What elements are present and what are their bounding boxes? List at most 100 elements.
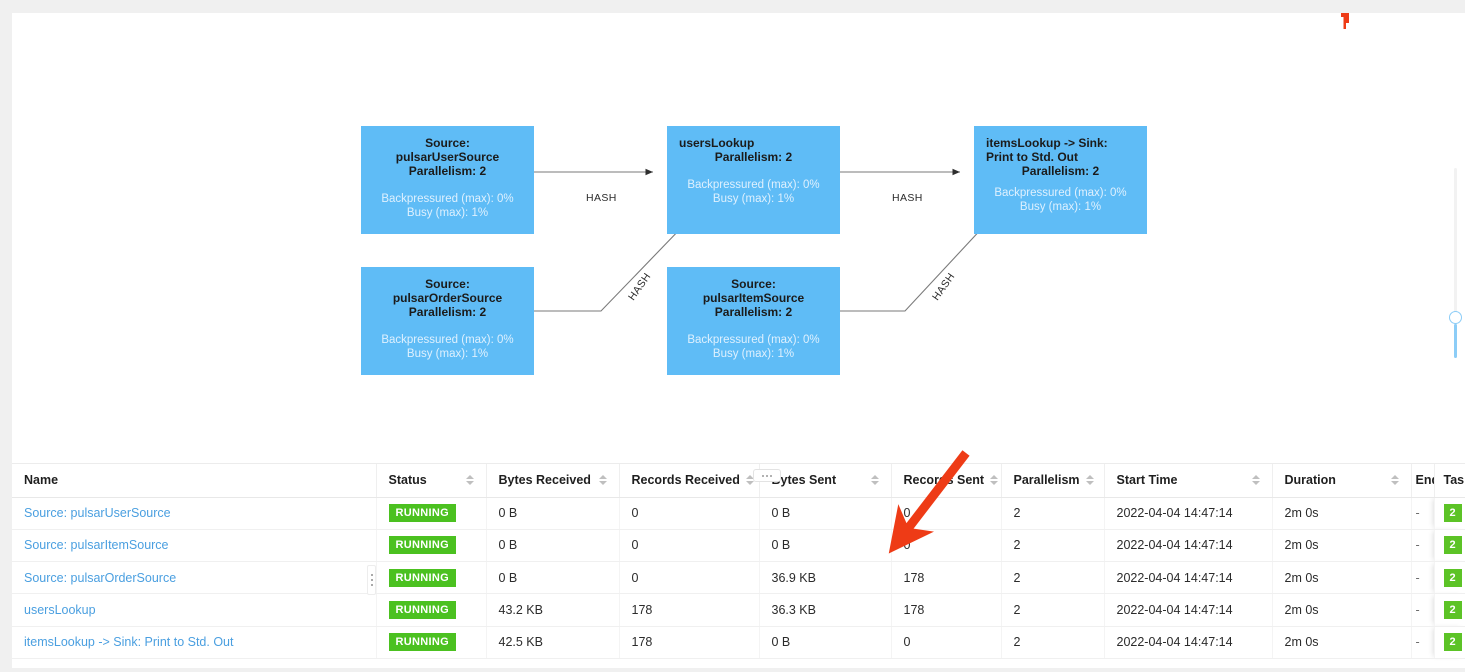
- cell-records-sent: 0: [891, 626, 1002, 659]
- node-backpressure: Backpressured (max): 0%: [687, 334, 820, 346]
- drag-dot: [370, 584, 373, 586]
- status-badge: RUNNING: [388, 504, 456, 523]
- node-title: usersLookup: [679, 136, 755, 150]
- col-header-bytes-received[interactable]: Bytes Received: [486, 464, 620, 498]
- zoom-slider-track[interactable]: [1454, 168, 1457, 358]
- cell-bytes-sent: 0 B: [759, 497, 892, 530]
- row-link[interactable]: Source: pulsarItemSource: [24, 538, 169, 553]
- cell-start-time: 2022-04-04 14:47:14: [1104, 497, 1273, 530]
- col-header-bytes-sent[interactable]: Bytes Sent: [759, 464, 892, 498]
- cell-records-received: 178: [619, 626, 760, 659]
- edge-label-hash-2: HASH: [892, 192, 923, 204]
- column-resize-handle[interactable]: [367, 565, 376, 595]
- graph-node-pulsar-order-source[interactable]: Source: pulsarOrderSource Parallelism: 2…: [361, 267, 534, 375]
- page-card: Source: pulsarUserSource Parallelism: 2 …: [12, 13, 1465, 668]
- zoom-slider-knob[interactable]: [1449, 311, 1462, 324]
- stray-red-marker-icon: [1341, 13, 1349, 29]
- cell-records-sent: 178: [891, 561, 1002, 595]
- cell-tasks: 2: [1434, 561, 1465, 595]
- cell-tasks: 2: [1434, 497, 1465, 530]
- col-header-parallelism[interactable]: Parallelism: [1001, 464, 1105, 498]
- cell-parallelism: 2: [1001, 529, 1105, 563]
- col-header-start-time[interactable]: Start Time: [1104, 464, 1273, 498]
- splitter-dot: [762, 474, 764, 477]
- sort-icon[interactable]: [745, 475, 754, 486]
- cell-tasks: 2: [1434, 626, 1465, 659]
- col-header-duration[interactable]: Duration: [1272, 464, 1412, 498]
- col-header-tasks[interactable]: Tasks: [1434, 464, 1465, 498]
- sort-icon[interactable]: [990, 475, 999, 486]
- cell-end-time: -: [1411, 593, 1435, 627]
- table-row[interactable]: itemsLookup -> Sink: Print to Std. Out R…: [12, 626, 1465, 659]
- table-row[interactable]: Source: pulsarItemSource RUNNING 0 B 0 0…: [12, 529, 1465, 563]
- row-link[interactable]: itemsLookup -> Sink: Print to Std. Out: [24, 635, 234, 650]
- col-header-label: End: [1415, 473, 1434, 488]
- cell-duration: 2m 0s: [1272, 593, 1412, 627]
- table-row[interactable]: usersLookup RUNNING 43.2 KB 178 36.3 KB …: [12, 593, 1465, 627]
- cell-bytes-received: 42.5 KB: [486, 626, 620, 659]
- job-graph-pane[interactable]: Source: pulsarUserSource Parallelism: 2 …: [12, 13, 1465, 458]
- row-link[interactable]: usersLookup: [24, 603, 96, 618]
- drag-dot: [370, 579, 373, 581]
- col-header-label: Parallelism: [1013, 473, 1080, 488]
- cell-records-received: 178: [619, 593, 760, 627]
- cell-name[interactable]: usersLookup: [12, 593, 377, 627]
- cell-bytes-sent: 36.9 KB: [759, 561, 892, 595]
- row-link[interactable]: Source: pulsarOrderSource: [24, 570, 177, 585]
- subtasks-table-pane[interactable]: Name Status Bytes Received: [12, 463, 1465, 668]
- col-header-name[interactable]: Name: [12, 464, 377, 498]
- sort-icon[interactable]: [1390, 475, 1399, 486]
- node-title: Source: pulsarItemSource: [702, 277, 805, 305]
- cell-name[interactable]: Source: pulsarOrderSource: [12, 561, 377, 595]
- graph-node-items-lookup-sink[interactable]: itemsLookup -> Sink: Print to Std. Out P…: [974, 126, 1147, 234]
- node-busy: Busy (max): 1%: [712, 193, 795, 205]
- cell-bytes-received: 0 B: [486, 497, 620, 530]
- cell-name[interactable]: itemsLookup -> Sink: Print to Std. Out: [12, 626, 377, 659]
- table-row[interactable]: Source: pulsarUserSource RUNNING 0 B 0 0…: [12, 497, 1465, 530]
- cell-end-time: -: [1411, 626, 1435, 659]
- col-header-records-received[interactable]: Records Received: [619, 464, 760, 498]
- pane-splitter-handle[interactable]: [753, 469, 781, 482]
- sort-icon[interactable]: [598, 475, 607, 486]
- graph-node-pulsar-item-source[interactable]: Source: pulsarItemSource Parallelism: 2 …: [667, 267, 840, 375]
- col-header-label: Status: [388, 473, 427, 488]
- tasks-badge: 2: [1443, 568, 1462, 587]
- table-row[interactable]: Source: pulsarOrderSource RUNNING 0 B 0 …: [12, 561, 1465, 595]
- graph-node-pulsar-user-source[interactable]: Source: pulsarUserSource Parallelism: 2 …: [361, 126, 534, 234]
- col-header-status[interactable]: Status: [376, 464, 487, 498]
- sort-icon[interactable]: [1251, 475, 1260, 486]
- cell-duration: 2m 0s: [1272, 626, 1412, 659]
- cell-name[interactable]: Source: pulsarItemSource: [12, 529, 377, 563]
- node-backpressure: Backpressured (max): 0%: [381, 193, 514, 205]
- col-header-label: Duration: [1284, 473, 1336, 488]
- cell-parallelism: 2: [1001, 561, 1105, 595]
- status-badge: RUNNING: [388, 536, 456, 555]
- cell-end-time: -: [1411, 529, 1435, 563]
- cell-start-time: 2022-04-04 14:47:14: [1104, 593, 1273, 627]
- col-header-records-sent[interactable]: Records Sent: [891, 464, 1002, 498]
- sort-icon[interactable]: [1085, 475, 1094, 486]
- status-badge: RUNNING: [388, 601, 456, 620]
- subtasks-table: Name Status Bytes Received: [12, 464, 1465, 659]
- graph-node-users-lookup[interactable]: usersLookup Parallelism: 2 Backpressured…: [667, 126, 840, 234]
- cell-bytes-received: 0 B: [486, 529, 620, 563]
- cell-status: RUNNING: [376, 593, 487, 627]
- cell-start-time: 2022-04-04 14:47:14: [1104, 561, 1273, 595]
- sort-icon[interactable]: [465, 475, 474, 486]
- graph-zoom-slider[interactable]: [1448, 168, 1462, 358]
- row-link[interactable]: Source: pulsarUserSource: [24, 506, 171, 521]
- col-header-label: Name: [24, 473, 59, 488]
- node-backpressure: Backpressured (max): 0%: [687, 179, 820, 191]
- cell-bytes-received: 0 B: [486, 561, 620, 595]
- node-busy: Busy (max): 1%: [406, 207, 489, 219]
- cell-bytes-sent: 0 B: [759, 626, 892, 659]
- cell-records-sent: 0: [891, 529, 1002, 563]
- cell-parallelism: 2: [1001, 626, 1105, 659]
- splitter-dot: [766, 474, 768, 477]
- sort-icon[interactable]: [870, 475, 879, 486]
- col-header-end-time[interactable]: End: [1411, 464, 1435, 498]
- cell-status: RUNNING: [376, 561, 487, 595]
- cell-tasks: 2: [1434, 593, 1465, 627]
- cell-records-sent: 178: [891, 593, 1002, 627]
- cell-name[interactable]: Source: pulsarUserSource: [12, 497, 377, 530]
